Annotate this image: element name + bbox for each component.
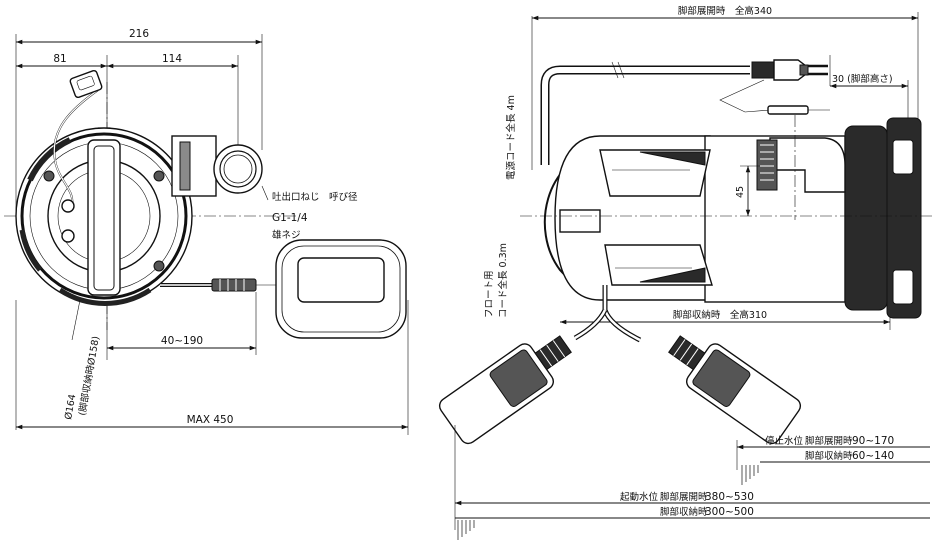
dim-diameter-folded: (脚部収納時Ø158) <box>76 335 102 416</box>
float-cord-line1: フロート用 <box>484 270 495 318</box>
side-view <box>438 12 935 540</box>
dim-float-range: 40~190 <box>161 335 203 347</box>
height-legs-open: 脚部展開時 全高340 <box>678 5 772 17</box>
start-folded-label: 脚部収納時 <box>660 506 708 518</box>
outlet-thread: G1-1/4 <box>272 212 308 224</box>
float-cord-line2: コード全長 0.3m <box>497 243 509 318</box>
dim-114: 114 <box>162 53 182 65</box>
start-level-label: 起動水位 <box>620 491 659 503</box>
dim-max: MAX 450 <box>187 414 234 426</box>
stop-folded-value: 60~140 <box>852 450 894 462</box>
start-folded-value: 300~500 <box>705 506 754 518</box>
outlet-male: 雄ネジ <box>272 229 301 241</box>
stop-level-label: 停止水位 <box>765 435 804 447</box>
dim-45: 45 <box>735 186 746 198</box>
water-level-hatch-start <box>457 520 475 540</box>
power-cord-length: 電源コード全長 4m <box>505 95 517 180</box>
leg-height: 30 (脚部高さ) <box>832 73 893 85</box>
dim-diameter: Ø164 <box>63 393 78 420</box>
height-legs-folded: 脚部収納時 全高310 <box>673 309 767 321</box>
outlet-label: 吐出口ねじ 呼び径 <box>272 191 358 203</box>
top-view <box>4 34 409 435</box>
start-open-value: 380~530 <box>705 491 754 503</box>
stop-open-label: 脚部展開時 <box>805 435 853 447</box>
stop-open-value: 90~170 <box>852 435 894 447</box>
dim-81: 81 <box>53 53 66 65</box>
dim-216: 216 <box>129 28 149 40</box>
water-level-hatch-stop <box>741 465 759 485</box>
stop-folded-label: 脚部収納時 <box>805 450 853 462</box>
start-open-label: 脚部展開時 <box>660 491 708 503</box>
